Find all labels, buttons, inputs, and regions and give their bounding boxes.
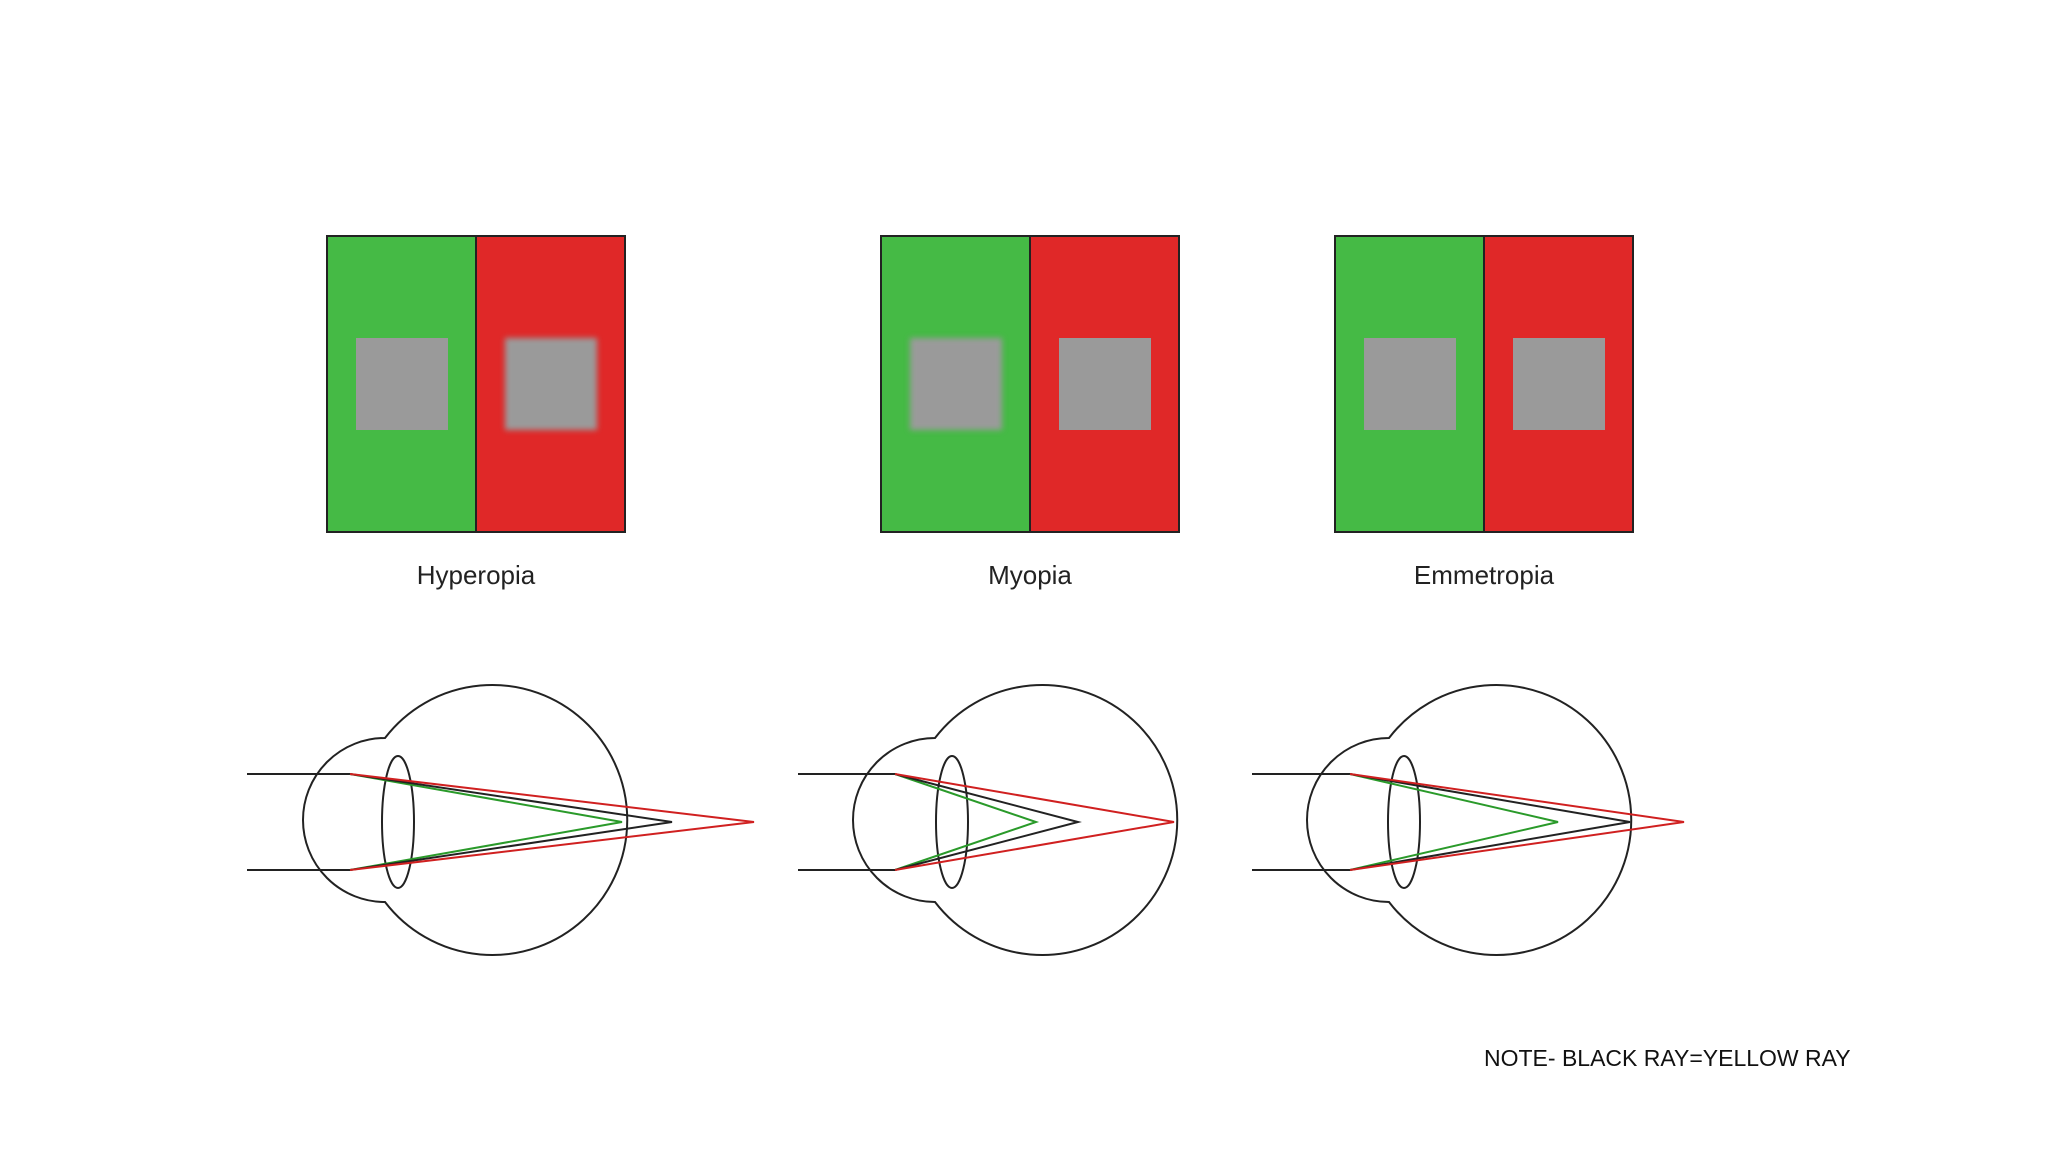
lens (381, 755, 415, 889)
plus-icon (355, 338, 448, 430)
black-ray (894, 773, 1082, 871)
red-half (1485, 237, 1632, 531)
green-ray (894, 773, 1040, 871)
eyeball-outline (302, 684, 629, 956)
black-ray (1349, 773, 1631, 871)
blurred-plus-icon (909, 338, 1002, 430)
red-ray (349, 773, 755, 871)
eyeball-outline (1306, 684, 1633, 956)
emmetropia-eye-diagram (1252, 684, 1685, 956)
plus-icon (1058, 338, 1151, 430)
red-half (1031, 237, 1178, 531)
green-half (1336, 237, 1485, 531)
eyeball-outline (852, 684, 1179, 956)
black-ray (349, 773, 673, 871)
myopia-eye-diagram (798, 684, 1179, 956)
green-half (882, 237, 1031, 531)
plus-icon (1512, 338, 1605, 430)
plus-icon (1363, 338, 1456, 430)
myopia-label: Myopia (988, 560, 1072, 590)
green-half (328, 237, 477, 531)
red-half (477, 237, 624, 531)
green-ray (1349, 773, 1559, 871)
myopia-duochrome-panel (880, 235, 1180, 533)
hyperopia-eye-diagram (247, 684, 755, 956)
red-ray (894, 773, 1175, 871)
hyperopia-duochrome-panel (326, 235, 626, 533)
hyperopia-label: Hyperopia (416, 560, 536, 590)
red-ray (1349, 773, 1685, 871)
lens (1387, 755, 1421, 889)
emmetropia-duochrome-panel (1334, 235, 1634, 533)
note-text: NOTE- BLACK RAY=YELLOW RAY (1484, 1045, 1851, 1071)
green-ray (349, 773, 623, 871)
blurred-plus-icon (504, 338, 597, 430)
emmetropia-label: Emmetropia (1413, 560, 1555, 590)
lens (935, 755, 969, 889)
